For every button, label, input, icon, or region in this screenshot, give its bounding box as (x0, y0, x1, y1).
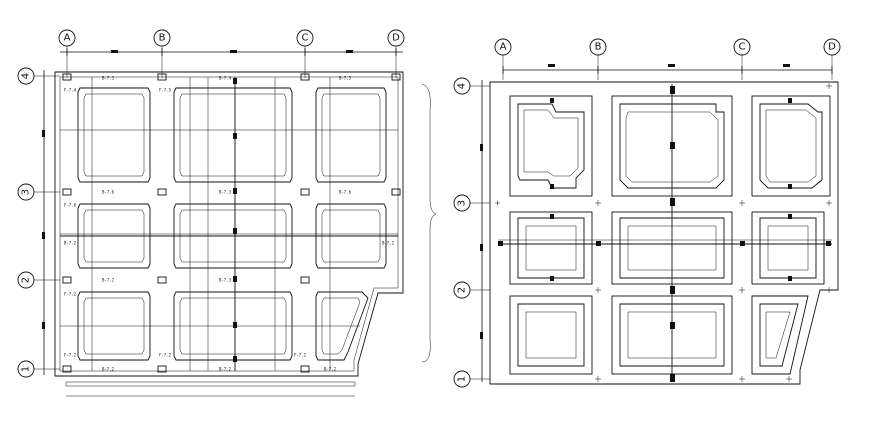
left-top-dimension (60, 48, 403, 56)
right-column-grid: A B C D (494, 38, 841, 80)
grid-bubble-right-C: C (733, 38, 751, 56)
svg-text:B-7.3: B-7.3 (219, 190, 232, 195)
left-foundation-plan: A B C D (17, 29, 437, 397)
svg-text:B-7.2: B-7.2 (102, 278, 115, 283)
svg-text:F-7.2: F-7.2 (294, 353, 307, 358)
svg-text:4: 4 (457, 83, 468, 89)
svg-text:2: 2 (21, 277, 32, 283)
grid-bubble-right-2: 2 (453, 281, 471, 299)
left-column-grid: A B C D (58, 29, 405, 78)
grid-bubble-right-A: A (494, 38, 512, 56)
grid-bubble-left-D: D (387, 29, 405, 47)
right-grid-crosses (495, 83, 832, 382)
svg-text:4: 4 (21, 73, 32, 79)
svg-text:B-7.2: B-7.2 (324, 367, 337, 372)
svg-text:F-7.5: F-7.5 (159, 88, 172, 93)
svg-text:F-7.4: F-7.4 (64, 88, 77, 93)
right-row-grid: 4 3 2 1 (453, 77, 490, 388)
left-side-dimension (42, 70, 45, 375)
svg-text:B-7.2: B-7.2 (102, 367, 115, 372)
svg-text:C: C (739, 42, 746, 53)
svg-text:B: B (159, 33, 166, 44)
svg-text:1: 1 (457, 376, 468, 382)
left-bottom-dimension (65, 381, 356, 397)
svg-text:B-7.6: B-7.6 (339, 190, 352, 195)
right-slab-outline (489, 81, 839, 385)
svg-text:B-7.4: B-7.4 (219, 76, 232, 81)
svg-text:3: 3 (457, 200, 468, 206)
grid-bubble-left-4: 4 (17, 67, 35, 85)
svg-text:F-7.2: F-7.2 (159, 353, 172, 358)
left-row-grid: 4 3 2 1 (17, 67, 60, 378)
grid-bubble-left-C: C (296, 29, 314, 47)
svg-text:C: C (302, 33, 309, 44)
left-slab-inner-outline (59, 76, 399, 372)
right-side-dimension (480, 80, 483, 382)
svg-text:B-7.2: B-7.2 (219, 367, 232, 372)
svg-text:D: D (828, 42, 836, 53)
svg-text:B: B (595, 42, 602, 53)
svg-text:B-7.2: B-7.2 (382, 241, 395, 246)
svg-text:1: 1 (21, 366, 32, 372)
grid-bubble-right-D: D (823, 38, 841, 56)
left-brace (421, 83, 437, 363)
grid-bubble-left-A: A (58, 29, 76, 47)
grid-bubble-right-4: 4 (453, 77, 471, 95)
right-foundation-plan: A B C D (453, 38, 841, 388)
svg-text:F-7.6: F-7.6 (64, 203, 77, 208)
svg-text:B-7.5: B-7.5 (339, 76, 352, 81)
svg-text:F-7.2: F-7.2 (64, 292, 77, 297)
svg-text:B-7.3: B-7.3 (219, 278, 232, 283)
right-top-dimension (502, 64, 833, 74)
grid-bubble-right-B: B (589, 38, 607, 56)
svg-text:D: D (392, 33, 400, 44)
svg-text:B-7.2: B-7.2 (64, 241, 77, 246)
grid-bubble-left-2: 2 (17, 271, 35, 289)
svg-text:B-7.6: B-7.6 (102, 190, 115, 195)
grid-bubble-right-3: 3 (453, 194, 471, 212)
grid-bubble-right-1: 1 (453, 370, 471, 388)
grid-bubble-left-B: B (153, 29, 171, 47)
left-slab-outline (54, 71, 404, 377)
svg-text:2: 2 (457, 287, 468, 293)
left-footing-pads (77, 87, 387, 361)
svg-text:F-7.2: F-7.2 (64, 353, 77, 358)
svg-text:B-7.3: B-7.3 (102, 76, 115, 81)
svg-text:A: A (500, 42, 507, 53)
grid-bubble-left-3: 3 (17, 183, 35, 201)
svg-text:A: A (64, 33, 71, 44)
right-column-blocks (498, 86, 831, 382)
left-beam-tags: B-7.3 F-7.4 F-7.5 B-7.4 B-7.5 B-7.6 B-7.… (64, 76, 395, 372)
svg-text:3: 3 (21, 189, 32, 195)
left-beam-lines (60, 77, 398, 371)
grid-bubble-left-1: 1 (17, 360, 35, 378)
left-column-stubs (62, 73, 401, 373)
right-footings (509, 95, 831, 375)
